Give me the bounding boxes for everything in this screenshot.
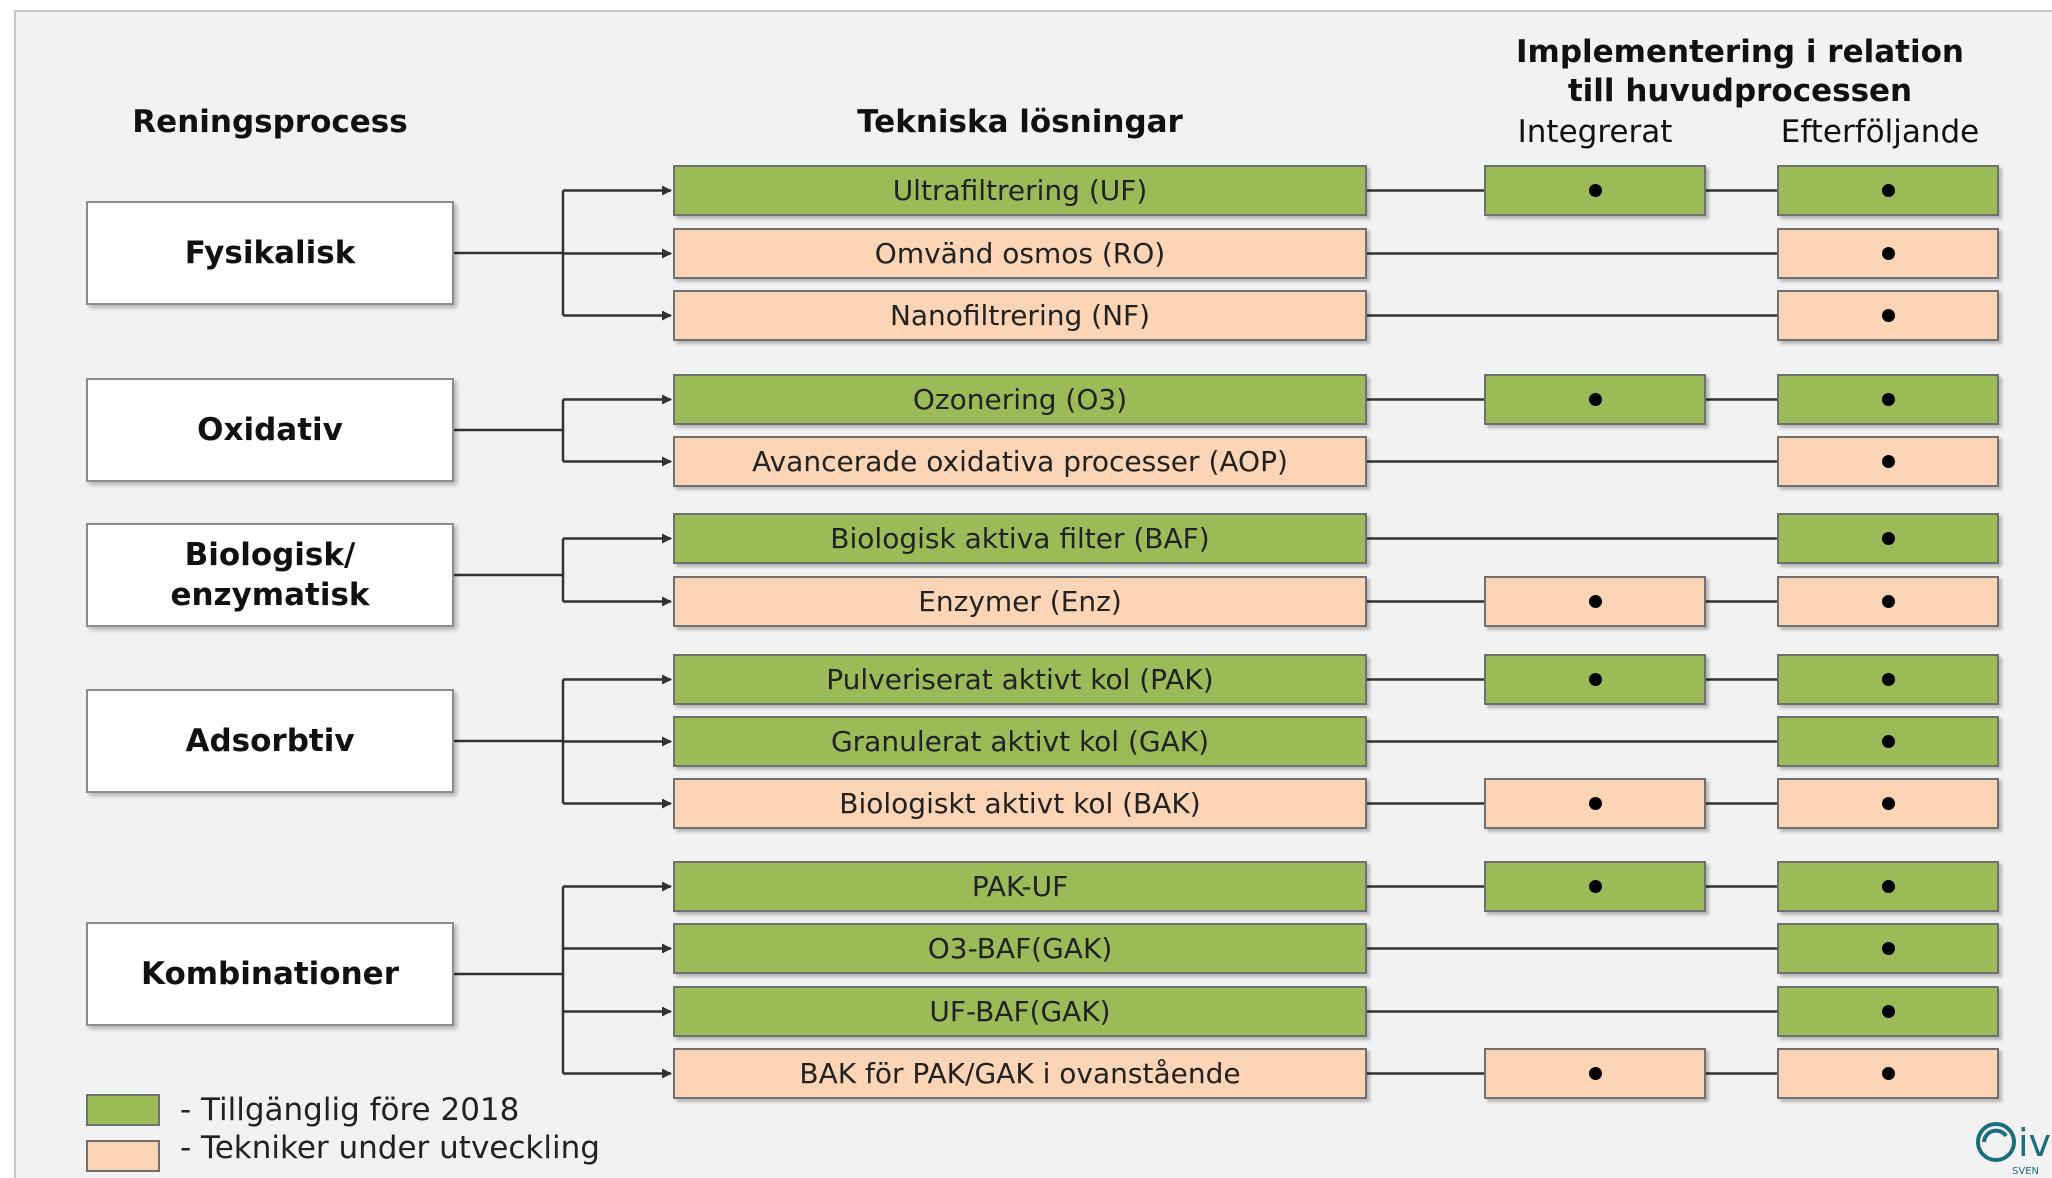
bullet-dot: [1588, 880, 1602, 893]
process-box: Adsorbtiv: [86, 689, 454, 793]
technique-label: Avancerade oxidativa processer (AOP): [752, 445, 1288, 478]
integrated-cell: [1484, 165, 1706, 216]
subsequent-cell: [1777, 374, 1999, 425]
bullet-dot: [1881, 1005, 1895, 1018]
technique-label: Pulveriserat aktivt kol (PAK): [826, 663, 1214, 696]
ivl-logo: iv SVEN: [1972, 1114, 2052, 1176]
technique-box: Nanofiltrering (NF): [673, 290, 1367, 341]
legend-swatch-under-development: [86, 1140, 160, 1172]
bullet-dot: [1881, 595, 1895, 608]
technique-label: Nanofiltrering (NF): [889, 299, 1151, 332]
bullet-dot: [1588, 393, 1602, 406]
technique-label: Biologiskt aktivt kol (BAK): [839, 787, 1201, 820]
process-box: Biologisk/ enzymatisk: [86, 523, 454, 627]
bullet-dot: [1881, 184, 1895, 197]
technique-label: Biologisk aktiva filter (BAF): [830, 522, 1210, 555]
bullet-dot: [1588, 797, 1602, 810]
header-process: Reningsprocess: [132, 104, 408, 140]
technique-label: O3-BAF(GAK): [927, 932, 1113, 965]
subsequent-cell: [1777, 576, 1999, 627]
process-box: Oxidativ: [86, 378, 454, 482]
technique-box: Pulveriserat aktivt kol (PAK): [673, 654, 1367, 705]
legend-swatch-available: [86, 1094, 160, 1126]
bullet-dot: [1881, 532, 1895, 545]
subsequent-cell: [1777, 1048, 1999, 1099]
technique-box: PAK-UF: [673, 861, 1367, 912]
legend-label-available: - Tillgänglig före 2018: [180, 1092, 520, 1128]
process-label: Biologisk/ enzymatisk: [170, 537, 370, 613]
technique-box: BAK för PAK/GAK i ovanstående: [673, 1048, 1367, 1099]
subsequent-cell: [1777, 654, 1999, 705]
process-label: Adsorbtiv: [185, 723, 355, 759]
bullet-dot: [1881, 942, 1895, 955]
technique-box: Ozonering (O3): [673, 374, 1367, 425]
process-label: Fysikalisk: [184, 235, 356, 271]
technique-box: Enzymer (Enz): [673, 576, 1367, 627]
technique-box: Avancerade oxidativa processer (AOP): [673, 436, 1367, 487]
integrated-cell: [1484, 654, 1706, 705]
subsequent-cell: [1777, 513, 1999, 564]
logo-text: iv: [2018, 1121, 2051, 1165]
technique-box: Biologisk aktiva filter (BAF): [673, 513, 1367, 564]
technique-label: Enzymer (Enz): [918, 585, 1122, 618]
logo-subtext: SVEN: [2012, 1166, 2039, 1176]
technique-label: Granulerat aktivt kol (GAK): [830, 725, 1210, 758]
bullet-dot: [1881, 880, 1895, 893]
subsequent-cell: [1777, 778, 1999, 829]
header-solutions: Tekniska lösningar: [857, 104, 1183, 140]
technique-box: Ultrafiltrering (UF): [673, 165, 1367, 216]
bullet-dot: [1881, 455, 1895, 468]
integrated-cell: [1484, 374, 1706, 425]
subsequent-cell: [1777, 986, 1999, 1037]
legend-label-under-development: - Tekniker under utveckling: [180, 1130, 600, 1166]
subsequent-cell: [1777, 923, 1999, 974]
integrated-cell: [1484, 778, 1706, 829]
bullet-dot: [1881, 393, 1895, 406]
process-box: Fysikalisk: [86, 201, 454, 305]
technique-box: Omvänd osmos (RO): [673, 228, 1367, 279]
technique-label: Ozonering (O3): [912, 383, 1128, 416]
technique-label: Omvänd osmos (RO): [874, 237, 1166, 270]
process-box: Kombinationer: [86, 922, 454, 1026]
subsequent-cell: [1777, 716, 1999, 767]
technique-box: UF-BAF(GAK): [673, 986, 1367, 1037]
process-label: Kombinationer: [140, 956, 399, 992]
technique-box: Granulerat aktivt kol (GAK): [673, 716, 1367, 767]
technique-box: O3-BAF(GAK): [673, 923, 1367, 974]
technique-label: BAK för PAK/GAK i ovanstående: [799, 1057, 1241, 1090]
header-integrated: Integrerat: [1517, 114, 1673, 150]
integrated-cell: [1484, 1048, 1706, 1099]
header-subsequent: Efterföljande: [1780, 114, 1980, 150]
subsequent-cell: [1777, 861, 1999, 912]
bullet-dot: [1588, 184, 1602, 197]
bullet-dot: [1881, 673, 1895, 686]
subsequent-cell: [1777, 436, 1999, 487]
bullet-dot: [1588, 595, 1602, 608]
bullet-dot: [1881, 1067, 1895, 1080]
subsequent-cell: [1777, 165, 1999, 216]
bullet-dot: [1881, 735, 1895, 748]
subsequent-cell: [1777, 228, 1999, 279]
technique-label: UF-BAF(GAK): [929, 995, 1111, 1028]
bullet-dot: [1588, 673, 1602, 686]
header-implementation-line1: Implementering i relation: [1516, 34, 1964, 70]
bullet-dot: [1881, 309, 1895, 322]
technique-label: Ultrafiltrering (UF): [892, 174, 1148, 207]
integrated-cell: [1484, 576, 1706, 627]
process-label: Oxidativ: [197, 412, 343, 448]
subsequent-cell: [1777, 290, 1999, 341]
bullet-dot: [1881, 797, 1895, 810]
header-implementation-line2: till huvudprocessen: [1567, 73, 1913, 109]
technique-box: Biologiskt aktivt kol (BAK): [673, 778, 1367, 829]
integrated-cell: [1484, 861, 1706, 912]
technique-label: PAK-UF: [971, 870, 1069, 903]
bullet-dot: [1881, 247, 1895, 260]
bullet-dot: [1588, 1067, 1602, 1080]
